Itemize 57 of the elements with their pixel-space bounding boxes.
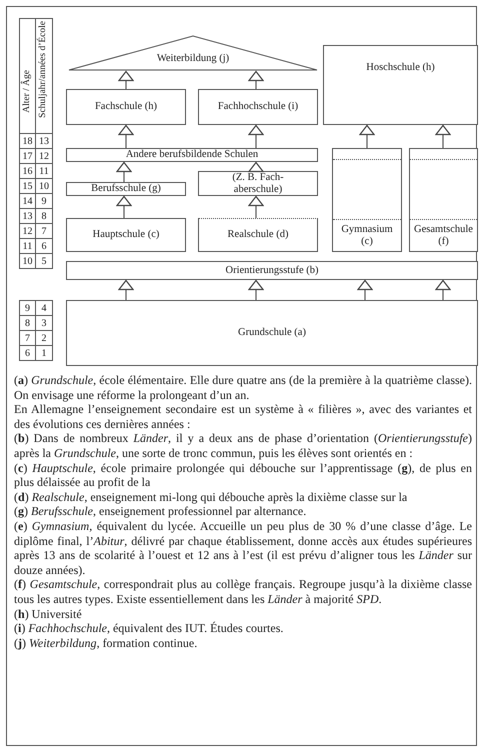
arrow (248, 124, 264, 148)
school-box (66, 182, 186, 196)
roof-shape (68, 35, 318, 71)
school-box (198, 171, 318, 196)
school-name: Orientierungsstufe (b) (225, 264, 318, 276)
school-year-value: 5 (35, 253, 53, 269)
school-name: Andere berufsbildende Schulen (126, 149, 258, 161)
school-box (66, 218, 186, 252)
arrow (248, 162, 264, 172)
school-box (66, 300, 478, 366)
arrow (118, 280, 134, 300)
arrow (435, 280, 451, 300)
school-box (198, 89, 318, 125)
school-name: Gesamtschule (f) (414, 224, 473, 248)
school-name: Fachhochschule (i) (218, 101, 298, 113)
school-box (66, 89, 186, 125)
note-paragraph: (f) Gesamtschule, correspondrait plus au collège français. Regroupe jusqu’à la dixième classe tous les autres types. Existe essentiellement dans les Länder à majorité SPD. (14, 577, 472, 606)
note-paragraph: (h) Université (14, 606, 83, 622)
age-value: 10 (19, 253, 36, 269)
school-name: Berufsschule (g) (91, 183, 161, 195)
age-value: 6 (19, 345, 36, 361)
arrow (248, 70, 264, 90)
arrow (248, 196, 264, 218)
school-box (198, 218, 318, 252)
school-box (66, 148, 318, 162)
school-name: Realschule (d) (228, 229, 288, 241)
school-name: Hoschschule (h) (366, 62, 435, 74)
school-name: Hauptschule (c) (92, 229, 160, 241)
arrow (118, 124, 134, 148)
school-year-header: Schuljahr/années d’École (38, 21, 48, 118)
school-name: Weiterbildung (j) (156, 53, 230, 65)
arrow (118, 70, 134, 90)
note-paragraph: (d) Realschule, enseignement mi-long qui débouche après la dixième classe sur la (14, 490, 408, 504)
age-header: Alter / Âge (22, 70, 32, 113)
school-name: (Z. B. Fach- aberschule) (231, 172, 285, 196)
school-box (332, 148, 402, 252)
arrow (435, 124, 451, 148)
arrow (359, 124, 375, 148)
note-paragraph: (g) Berufsschule, enseignement professionnel par alternance. (14, 504, 308, 519)
arrow (248, 280, 264, 300)
note-paragraph: (b) Dans de nombreux Länder, il y a deux ans de phase d’orientation (Orientierungsstufe) après la Grundschule, une sorte de tronc commun, puis les élèves sont orientés en : (14, 431, 472, 461)
note-paragraph: (a) Grundschule, école élémentaire. Elle dure quatre ans (de la première à la quatrième classe). On envisage une réforme la prolongeant d’un an. (14, 373, 472, 402)
note-paragraph: (e) Gymnasium, équivalent du lycée. Accueille un peu plus de 30 % d’une classe d’âge. Le diplôme final, l’Abitur, délivré par chaque établissement, donne accès aux études supérieures après 13 ans de scolarité à l’ouest et 12 ans à l’est (il est prévu d’aligner tous les Länder sur douze années). (14, 518, 472, 578)
arrow (116, 162, 132, 182)
school-year-value: 1 (35, 345, 53, 361)
arrow (116, 196, 132, 218)
school-year-value: 4 (35, 300, 53, 316)
school-name: Grundschule (a) (238, 327, 306, 339)
note-paragraph: (i) Fachhochschule, équivalent des IUT. Études courtes. (14, 621, 284, 636)
note-paragraph: (j) Weiterbildung, formation continue. (14, 636, 198, 650)
school-name: Fachschule (h) (94, 101, 158, 113)
school-box (323, 45, 478, 125)
note-paragraph: En Allemagne l’enseignement secondaire est un système à « filières », avec des variantes et des évolutions ces dernières années : (14, 402, 472, 432)
arrow (357, 280, 373, 300)
school-name: Gymnasium (c) (341, 224, 393, 248)
school-box (409, 148, 478, 252)
school-box (66, 261, 478, 280)
